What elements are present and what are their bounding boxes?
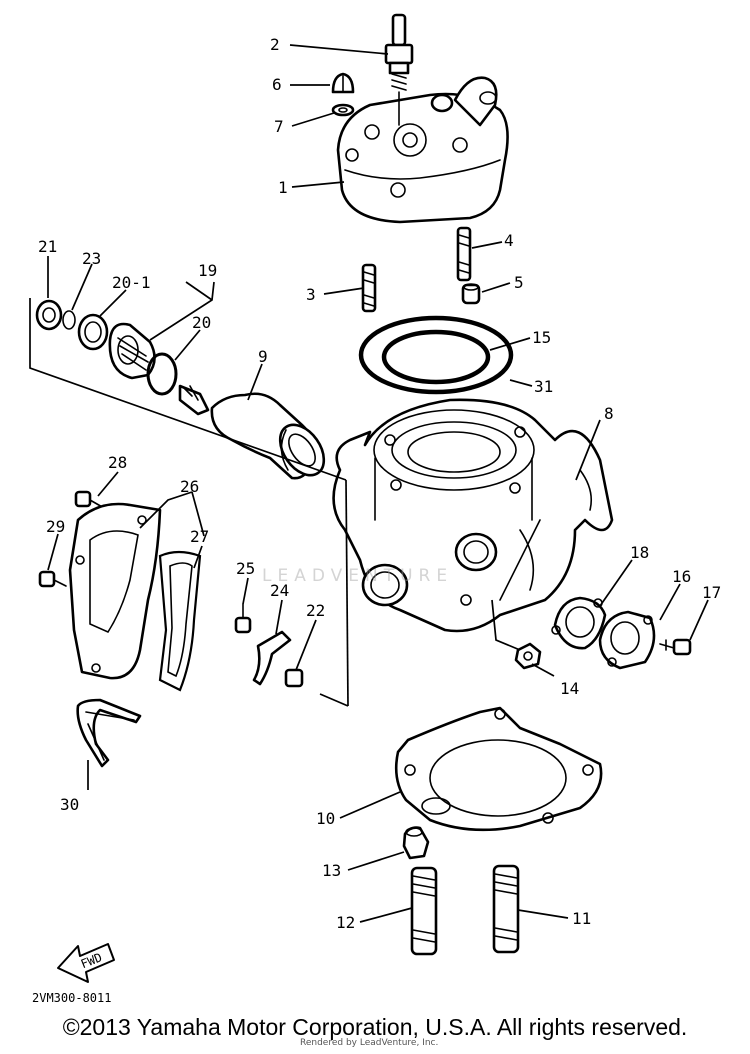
render-credit: Rendered by LeadVenture, Inc. [300, 1038, 439, 1048]
callout-label: 26 [180, 477, 199, 496]
fwd-arrow-icon: FWD [57, 943, 115, 983]
bolt-17-part[interactable] [659, 638, 692, 656]
callout-label: 2 [270, 35, 280, 54]
circlip-23-part[interactable] [62, 310, 76, 330]
seal-20-1-part[interactable] [77, 313, 109, 351]
pump-cover-part[interactable] [68, 502, 162, 680]
callout-label: 20-1 [112, 273, 151, 292]
spark-plug-part[interactable] [384, 13, 414, 126]
callout-label: 30 [60, 795, 79, 814]
callout-label: 4 [504, 231, 514, 250]
clamp-24-part[interactable] [252, 630, 292, 686]
callout-label: 3 [306, 285, 316, 304]
cap-nut-part[interactable] [331, 72, 355, 94]
head-gasket-part[interactable] [358, 315, 514, 395]
callout-label: 22 [306, 601, 325, 620]
nut-14-part[interactable] [514, 642, 542, 670]
callout-label: 27 [190, 527, 209, 546]
callout-label: 31 [534, 377, 553, 396]
callout-label: 15 [532, 328, 551, 347]
exhaust-gasket-part[interactable] [551, 596, 607, 650]
callout-label: 10 [316, 809, 335, 828]
assembly-bracket [29, 298, 521, 707]
collar-22-part[interactable] [284, 668, 304, 688]
callout-labels: 2 6 7 1 3 4 5 15 31 8 9 21 23 20-1 19 20… [38, 35, 721, 932]
water-pipe-part[interactable] [178, 384, 333, 483]
bolt-28-part[interactable] [74, 490, 105, 509]
base-gasket-part[interactable] [394, 706, 603, 832]
callout-label: 28 [108, 453, 127, 472]
callout-label: 18 [630, 543, 649, 562]
callout-label: 1 [278, 178, 288, 197]
stud-12-part[interactable] [410, 866, 438, 956]
callout-label: 25 [236, 559, 255, 578]
callout-label: 9 [258, 347, 268, 366]
cap-21-part[interactable] [35, 299, 63, 331]
watermark: LEADVENTURE [262, 566, 454, 586]
bolt-25-part[interactable] [234, 603, 252, 634]
pump-gasket-part[interactable] [158, 550, 202, 692]
callout-label: 29 [46, 517, 65, 536]
cylinder-head-part[interactable] [336, 76, 509, 224]
bolt-29-part[interactable] [38, 570, 67, 588]
copyright-text: ©2013 Yamaha Motor Corporation, U.S.A. A… [62, 1014, 688, 1040]
callout-label: 12 [336, 913, 355, 932]
callout-label: 14 [560, 679, 579, 698]
callout-label: 13 [322, 861, 341, 880]
stud-11-part[interactable] [492, 864, 520, 954]
callout-label: 17 [702, 583, 721, 602]
diagram-code: 2VM300-8011 [32, 991, 111, 1005]
nut-part[interactable] [461, 283, 481, 305]
callout-label: 21 [38, 237, 57, 256]
stud-long-part[interactable] [456, 226, 472, 282]
callout-label: 8 [604, 404, 614, 423]
callout-label: 23 [82, 249, 101, 268]
leader-lines [47, 44, 709, 923]
hose-clip-part[interactable] [76, 698, 142, 768]
o-ring-20-part[interactable] [146, 352, 178, 396]
stud-short-part[interactable] [361, 263, 377, 313]
callout-label: 16 [672, 567, 691, 586]
callout-label: 20 [192, 313, 211, 332]
cylinder-part[interactable] [332, 398, 614, 633]
callout-label: 24 [270, 581, 289, 600]
washer-part[interactable] [331, 103, 355, 117]
callout-label: 11 [572, 909, 591, 928]
bearing-19-part[interactable] [108, 322, 156, 380]
callout-label: 7 [274, 117, 284, 136]
dowel-pin-part[interactable] [402, 826, 430, 860]
callout-label: 5 [514, 273, 524, 292]
callout-label: 19 [198, 261, 217, 280]
cover-part[interactable] [598, 610, 656, 670]
callout-label: 6 [272, 75, 282, 94]
